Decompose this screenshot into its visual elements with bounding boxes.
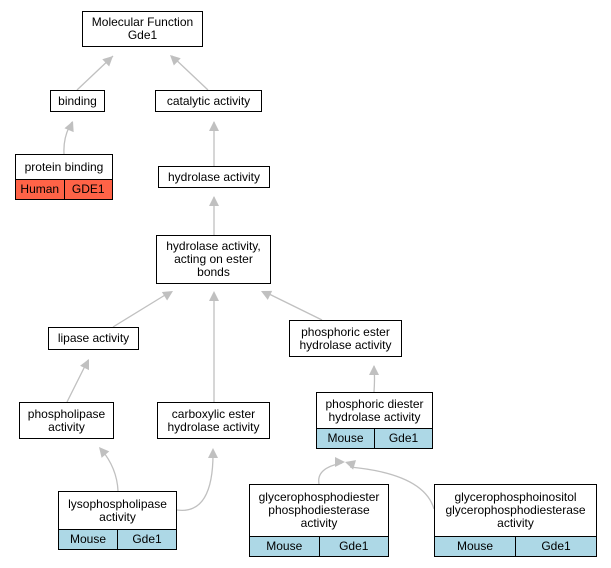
go-term-node-gpi[interactable]: glycerophosphoinositol glycerophosphodie… — [434, 484, 597, 557]
go-term-label: phosphoric ester hydrolase activity — [299, 324, 392, 352]
edge-protbind-binding-arrowhead — [64, 121, 74, 133]
species-cell: Mouse — [317, 429, 374, 448]
go-term-label: hydrolase activity — [167, 169, 261, 184]
go-term-node-catalytic[interactable]: catalytic activity — [155, 90, 262, 112]
edge-ester-hydrolase-arrowhead — [209, 196, 219, 206]
edge-phosest-ester-arrowhead — [261, 290, 273, 300]
species-cell: Human — [16, 180, 64, 199]
edge-lyso-carbox-arrowhead — [208, 448, 218, 458]
go-term-node-binding[interactable]: binding — [50, 90, 105, 112]
edge-carbox-ester-arrowhead — [209, 291, 219, 301]
go-term-label: carboxylic ester hydrolase activity — [167, 406, 260, 434]
go-term-label: lysophospholipase activity — [68, 496, 167, 524]
edge-gpi-phosdi-arrowhead — [345, 460, 357, 470]
species-cell: Mouse — [250, 537, 319, 556]
edge-catalytic-root-arrowhead — [170, 55, 181, 66]
gene-cell[interactable]: Gde1 — [374, 429, 432, 448]
go-term-label: binding — [58, 93, 97, 108]
gene-cell[interactable]: Gde1 — [318, 537, 388, 556]
go-term-node-hydrolase[interactable]: hydrolase activity — [158, 166, 270, 188]
go-term-label: protein binding — [24, 159, 104, 174]
go-term-node-phospholip[interactable]: phospholipase activity — [19, 402, 114, 439]
edge-binding-root-arrowhead — [102, 56, 113, 67]
go-term-label: hydrolase activity, acting on ester bond… — [166, 239, 261, 279]
go-term-node-ester[interactable]: hydrolase activity, acting on ester bond… — [156, 235, 271, 284]
edge-phosest-ester — [264, 291, 323, 321]
species-cell: Mouse — [435, 537, 515, 556]
edge-hydrolase-catalytic-arrowhead — [209, 121, 219, 131]
go-term-label: lipase activity — [57, 331, 130, 345]
go-term-label: glycerophosphodiester phosphodiesterase … — [258, 490, 380, 530]
go-term-label: phosphoric diester hydrolase activity — [325, 396, 424, 424]
go-term-node-root[interactable]: Molecular Function Gde1 — [82, 11, 203, 47]
go-term-label: glycerophosphoinositol glycerophosphodie… — [445, 490, 586, 530]
go-term-node-phosest[interactable]: phosphoric ester hydrolase activity — [289, 320, 402, 357]
go-term-label: phospholipase activity — [27, 406, 106, 434]
edge-gpd-phosdi-arrowhead — [335, 457, 345, 467]
edge-phospholip-lipase-arrowhead — [80, 359, 89, 371]
edge-gpi-phosdi — [349, 466, 435, 510]
go-term-node-gpd[interactable]: glycerophosphodiester phosphodiesterase … — [249, 484, 389, 557]
edge-lipase-ester-arrowhead — [161, 291, 173, 301]
edge-lyso-carbox — [176, 449, 214, 511]
edge-lyso-phospholip-arrowhead — [99, 447, 110, 458]
go-term-node-lipase[interactable]: lipase activity — [48, 327, 139, 350]
edge-gpd-phosdi — [318, 462, 343, 485]
edge-phosdi-phosest-arrowhead — [369, 365, 379, 375]
go-term-node-carbox[interactable]: carboxylic ester hydrolase activity — [157, 402, 270, 439]
go-term-label: catalytic activity — [166, 93, 251, 108]
gene-cell[interactable]: GDE1 — [63, 180, 112, 199]
edge-lipase-ester — [112, 291, 171, 328]
edge-catalytic-root — [171, 55, 209, 91]
gene-cell[interactable]: Gde1 — [117, 530, 176, 549]
gene-cell[interactable]: Gde1 — [515, 537, 596, 556]
go-term-label: Molecular Function Gde1 — [91, 15, 194, 42]
species-cell: Mouse — [59, 530, 117, 549]
